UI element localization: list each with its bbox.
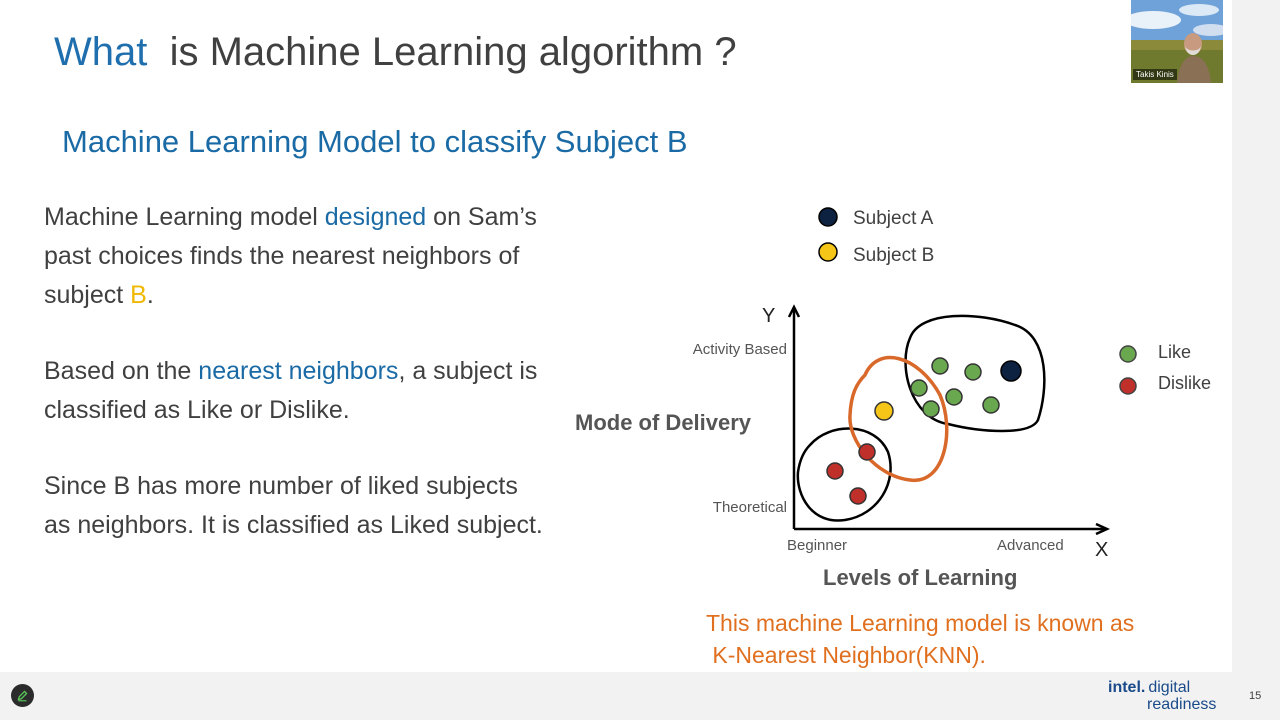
slide-subtitle: Machine Learning Model to classify Subje…: [62, 124, 688, 159]
x-axis-letter: X: [1095, 539, 1108, 561]
pencil-icon: [17, 690, 28, 702]
caption-line-1: This machine Learning model is known as: [706, 610, 1135, 636]
y-axis-letter: Y: [762, 305, 775, 327]
subject-b-label: Subject B: [853, 245, 934, 266]
like-point: [982, 396, 1000, 414]
like-point: [931, 357, 949, 375]
y-tick-activity-based: Activity Based: [693, 341, 787, 358]
brand-digital: digital: [1148, 679, 1191, 696]
like-point: [945, 388, 963, 406]
subject-a-point: [1000, 360, 1022, 382]
para2-highlight-nearest-neighbors: nearest neighbors: [198, 357, 399, 385]
dislike-points: [826, 443, 876, 505]
knn-caption: This machine Learning model is known as …: [706, 607, 1134, 671]
axes: [787, 304, 1111, 536]
knn-diagram: Subject A Subject B Like Dislike Y X Act…: [575, 207, 1211, 590]
para1-text-e: .: [146, 281, 154, 309]
subject-a-marker: [818, 207, 838, 227]
dislike-marker: [1119, 377, 1137, 395]
dislike-label: Dislike: [1158, 373, 1211, 393]
like-point: [910, 379, 928, 397]
class-legend: Like Dislike: [1119, 342, 1211, 395]
para1-text-c: on Sam’s past choices finds the nearest …: [44, 203, 537, 309]
intel-digital-readiness-logo: intel.digital readiness: [1108, 679, 1216, 713]
like-points: [910, 357, 1000, 418]
paragraph-1: Machine Learning model designed on Sam’s…: [44, 198, 544, 315]
title-accent: What: [54, 30, 148, 74]
para2-text-a: Based on the: [44, 357, 199, 385]
like-point: [964, 363, 982, 381]
para1-highlight-designed: designed: [324, 203, 427, 231]
x-tick-beginner: Beginner: [787, 537, 847, 554]
like-marker: [1119, 345, 1137, 363]
slide-title: What is Machine Learning algorithm ?: [54, 30, 737, 75]
knn-neighborhood-outline: [848, 355, 949, 482]
right-margin-strip: [1232, 0, 1280, 720]
dislike-point: [858, 443, 876, 461]
subject-a-label: Subject A: [853, 208, 934, 229]
brand-intel: intel.: [1108, 679, 1146, 696]
paragraph-3: Since B has more number of liked subject…: [44, 472, 543, 539]
para1-highlight-b: B: [130, 281, 147, 309]
edit-pencil-button[interactable]: [11, 684, 34, 707]
y-axis-arrow: [787, 304, 801, 318]
cluster-dislike-outline: [796, 427, 892, 522]
y-tick-theoretical: Theoretical: [713, 499, 787, 516]
subject-b-point: [874, 401, 894, 421]
caption-line-2: K-Nearest Neighbor(KNN).: [706, 642, 986, 668]
para2-text-c: , a subject is classified as Like or Dis…: [44, 357, 538, 424]
subject-legend: Subject A Subject B: [818, 207, 934, 266]
x-tick-advanced: Advanced: [997, 537, 1064, 554]
y-axis-title: Mode of Delivery: [575, 410, 752, 435]
cluster-like-outline: [904, 314, 1046, 433]
brand-readiness: readiness: [1147, 696, 1217, 713]
slide-number: 15: [1249, 690, 1262, 702]
webcam-thumbnail: [1131, 0, 1223, 83]
x-axis-arrow: [1095, 522, 1111, 536]
webcam-participant-name: Takis Kinis: [1133, 69, 1177, 80]
paragraph-2: Based on the nearest neighbors, a subjec…: [44, 352, 544, 430]
x-axis-title: Levels of Learning: [823, 565, 1017, 590]
para1-text-a: Machine Learning model: [44, 203, 325, 231]
footer-bar: [0, 672, 1280, 720]
like-label: Like: [1158, 342, 1191, 362]
dislike-point: [826, 462, 844, 480]
dislike-point: [849, 487, 867, 505]
subject-b-marker: [818, 242, 838, 262]
webcam-video-image: [1131, 0, 1223, 83]
title-rest: is Machine Learning algorithm ?: [147, 30, 737, 74]
like-point: [922, 400, 940, 418]
